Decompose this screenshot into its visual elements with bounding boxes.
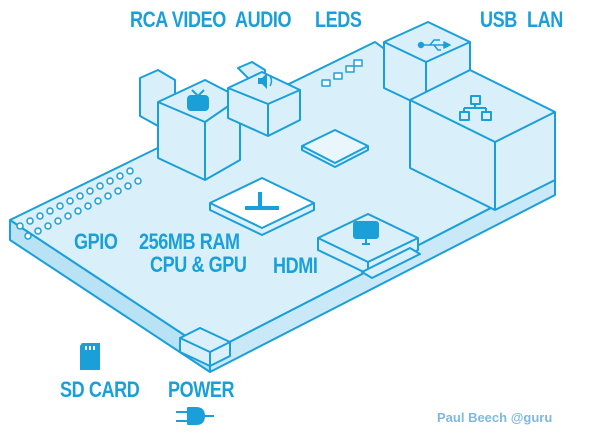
label-sd-card: SD CARD	[60, 377, 140, 402]
gpio-pins	[16, 167, 142, 240]
tv-icon	[187, 89, 209, 111]
small-chip	[301, 129, 369, 168]
lan-connector	[409, 69, 556, 211]
power-plug-icon	[176, 407, 214, 425]
label-audio: AUDIO	[235, 7, 292, 32]
network-icon	[459, 95, 492, 121]
label-cpu-gpu: CPU & GPU	[150, 252, 247, 277]
label-hdmi: HDMI	[273, 253, 318, 278]
author-credit: Paul Beech @guru	[437, 410, 553, 425]
label-ram: 256MB RAM	[139, 229, 240, 254]
sd-card-icon	[80, 343, 100, 370]
audio-connector	[227, 61, 301, 137]
rca-connector	[139, 69, 241, 181]
label-lan: LAN	[527, 7, 563, 32]
speaker-icon	[258, 73, 267, 89]
label-leds: LEDS	[315, 7, 362, 32]
leds	[321, 59, 363, 87]
usb-icon	[417, 39, 451, 51]
label-gpio: GPIO	[74, 229, 118, 254]
label-power: POWER	[168, 377, 235, 402]
label-rca-video: RCA VIDEO	[130, 7, 226, 32]
chip-logo-icon	[245, 192, 279, 210]
label-usb: USB	[480, 7, 517, 32]
power-connector	[179, 327, 231, 367]
monitor-icon	[353, 221, 379, 245]
